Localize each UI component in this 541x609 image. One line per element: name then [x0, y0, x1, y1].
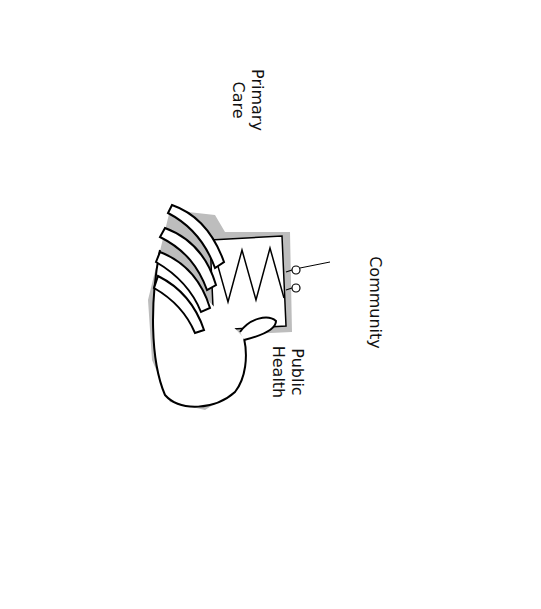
- circle-outline: [223, 153, 521, 451]
- finger: [154, 276, 204, 333]
- circle-outline: [78, 2, 378, 302]
- card-string: [300, 262, 330, 268]
- card-string: [286, 270, 292, 272]
- venn-circle: Public Health: [78, 305, 378, 605]
- card-ring: [292, 266, 300, 274]
- card-ring: [292, 284, 300, 292]
- circle-outline: [78, 305, 378, 605]
- circle-label: Community: [366, 250, 385, 354]
- circle-outline: [79, 3, 377, 301]
- circle-label: Public Health: [269, 340, 307, 404]
- card-fold: [214, 248, 284, 302]
- thumb: [240, 318, 276, 340]
- card-string: [286, 288, 292, 290]
- venn-circle: Primary Care: [78, 2, 378, 302]
- circle-outline: [79, 306, 377, 604]
- venn-circle: Community: [222, 152, 522, 452]
- circle-label: Primary Care: [229, 64, 267, 136]
